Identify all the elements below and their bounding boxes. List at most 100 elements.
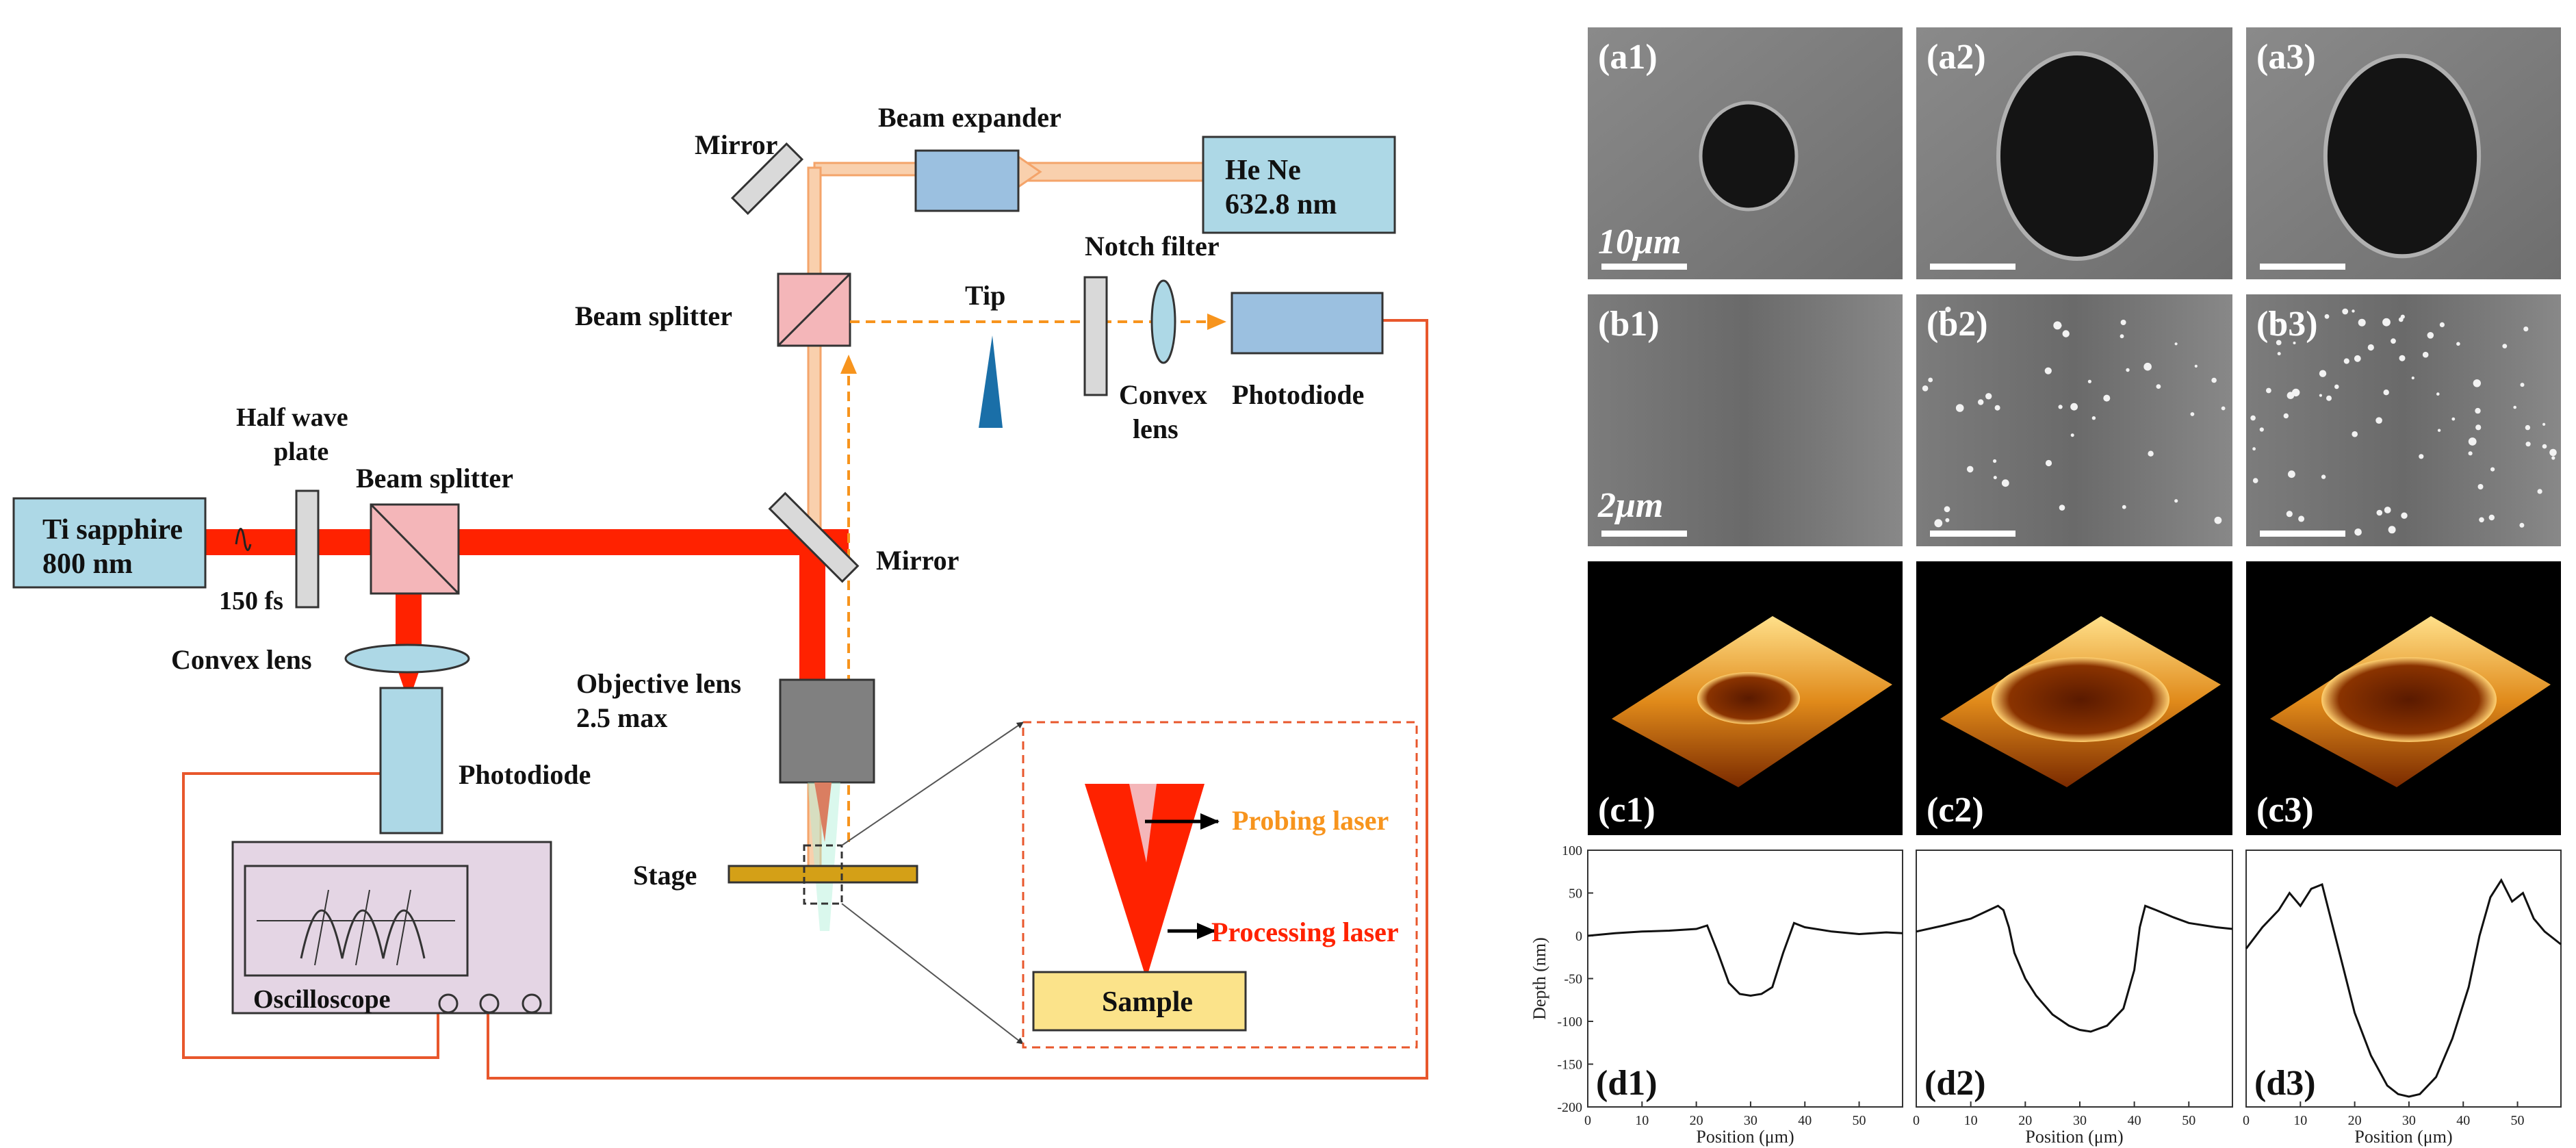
nanoparticle [2045,459,2052,467]
nanoparticle [1978,399,1984,405]
nanoparticle [2382,318,2391,327]
nanoparticle [2174,499,2178,503]
tip [979,335,1003,428]
panel-label-b2: (b2) [1927,305,1988,344]
nanoparticle [2250,415,2256,421]
scale-bar [2260,531,2345,537]
mirror-1 [730,142,804,216]
nanoparticle [2523,327,2529,332]
x-tick-label: 0 [1584,1113,1591,1128]
nanoparticle [2174,342,2178,346]
nanoparticle [2319,370,2327,377]
nanoparticle [2383,390,2389,396]
nanoparticle [2070,403,2078,411]
waveform-icon [300,909,426,959]
nanoparticle [2525,424,2531,431]
panel-label-c1: (c1) [1598,791,1656,830]
nanoparticle [2399,355,2406,361]
nanoparticle [2401,512,2408,519]
nanoparticle [1993,476,1997,480]
nanoparticle [2549,448,2557,457]
nanoparticle [2044,367,2052,374]
results-panels: (a1) (a2) (a3) 10μm (b1) (b2) (b3) 2μm [1530,27,2562,1147]
nanoparticle [2477,484,2484,489]
nanoparticle [2059,505,2065,511]
probing-laser-label: Probing laser [1232,805,1389,836]
nanoparticle [2276,318,2280,322]
nanoparticle [2319,394,2322,397]
panel-label-a1: (a1) [1598,38,1658,77]
nanoparticles [2250,308,2557,536]
notch-filter-label: Notch filter [1085,231,1220,262]
chart-frame [1916,850,2233,1108]
nanoparticle [2214,516,2222,524]
nanoparticle [2053,321,2062,330]
nanoparticle [2468,437,2477,446]
nanoparticle [2376,509,2383,516]
ti-sapphire-source [12,497,207,589]
stage [727,865,918,884]
nanoparticle [1922,385,1929,392]
mirror-2 [768,492,860,583]
hene-source [1202,136,1396,234]
ti-sapphire-wavelength: 800 nm [42,548,133,580]
nanoparticle [2427,332,2434,339]
nanoparticle [1944,506,1950,513]
nanoparticle [2354,355,2361,362]
nanoparticle [2221,406,2226,411]
nanoparticle [2103,394,2111,402]
nanoparticle [2437,429,2441,432]
nanoparticle [2062,330,2070,337]
nanoparticle [2398,317,2404,322]
scale-bar-label-a: 10μm [1598,222,1681,262]
depth-profile-line [1916,904,2233,1033]
nanoparticle [2343,358,2349,364]
x-tick-label: 30 [2402,1113,2416,1128]
nanoparticle [2490,467,2495,472]
x-tick-label: 0 [1913,1113,1920,1128]
nanoparticle [2148,450,2154,457]
nanoparticle [2326,395,2332,401]
ablation-hole [1699,101,1799,212]
zoom-pointer-bottom [841,903,1024,1045]
nanoparticle [2266,387,2271,394]
chart-frame [1587,850,1903,1108]
nanoparticle [1993,459,1997,463]
nanoparticle [2070,433,2074,437]
nanoparticle [2475,424,2482,431]
nanoparticle [2358,318,2366,327]
mirror-1-label: Mirror [695,129,777,160]
nanoparticle [2422,351,2429,358]
nanoparticle [2122,505,2126,509]
nanoparticle [2156,384,2161,389]
beam-splitter-2-label: Beam splitter [575,301,732,331]
nanoparticle [2367,344,2374,351]
nanoparticle [2288,470,2295,479]
scale-bar-label-b: 2μm [1597,486,1663,525]
nanoparticle [2479,517,2484,523]
nanoparticle [2475,407,2481,414]
nanoparticle [2120,334,2124,339]
y-tick-label: -50 [1564,972,1582,987]
panel-b3 [2246,294,2561,546]
nanoparticle [1985,393,1992,400]
beam-expander-label: Beam expander [878,102,1061,133]
nanoparticle [2292,388,2300,397]
nanoparticle [2502,344,2508,348]
nanoparticle [2190,412,2195,416]
nanoparticle [2298,515,2305,522]
nanoparticle [2519,522,2525,528]
panel-label-d2: (d2) [1924,1064,1986,1103]
nanoparticles [1922,307,2226,528]
x-tick-label: 50 [2182,1113,2195,1128]
panel-label-b1: (b1) [1598,305,1660,344]
x-tick-label: 20 [2018,1113,2032,1128]
x-axis-label: Position (μm) [2025,1127,2123,1147]
scale-bar [1601,531,1687,537]
afm-surface-c1 [1612,616,1892,787]
mirror-2-label: Mirror [876,545,959,576]
nanoparticle [2411,377,2414,380]
photodiode-2 [1231,292,1384,355]
